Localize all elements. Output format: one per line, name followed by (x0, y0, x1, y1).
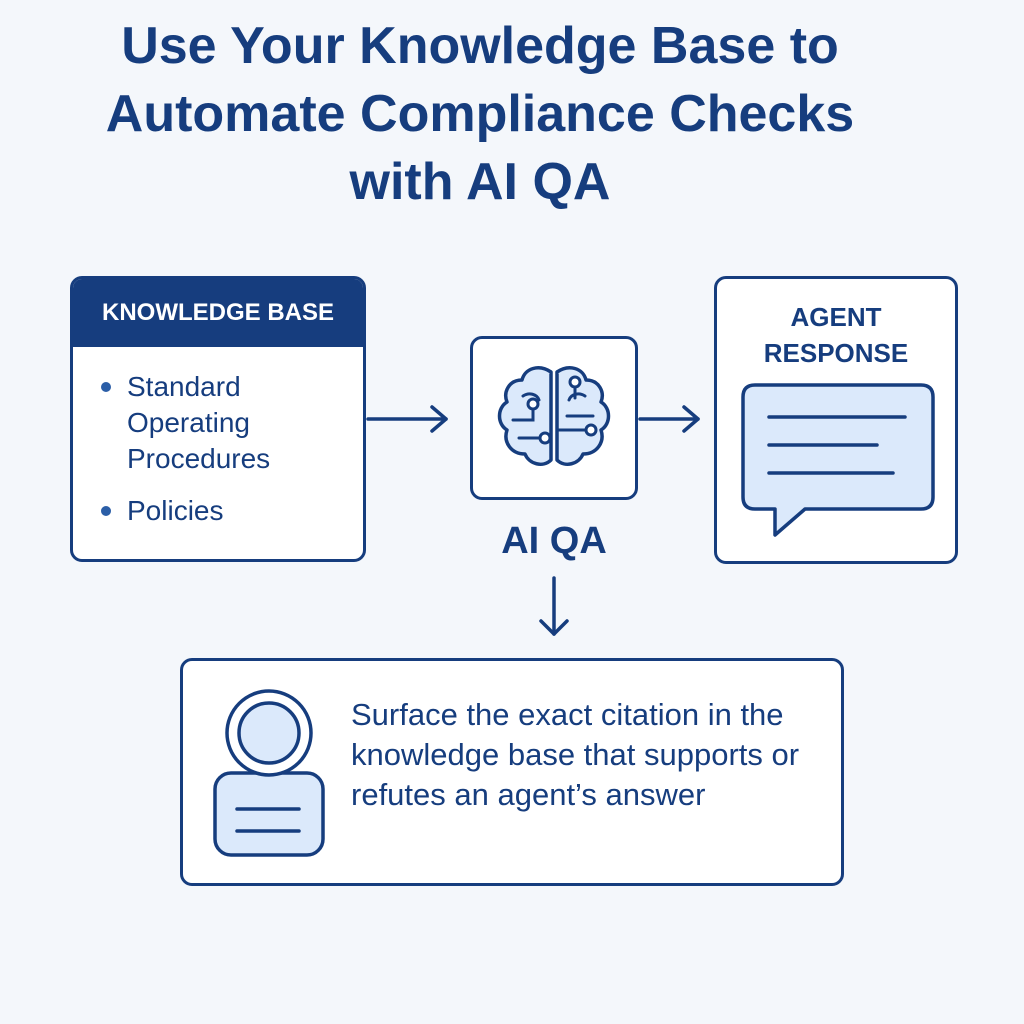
bullet-icon (101, 506, 111, 516)
list-item-label: Standard Operating Procedures (127, 371, 271, 474)
title-line-2: Automate Compliance Checks (105, 85, 855, 143)
knowledge-base-list: Standard Operating Procedures Policies (73, 347, 363, 529)
citation-text: Surface the exact citation in the knowle… (351, 697, 800, 812)
page-title: Use Your Knowledge Base to Automate Comp… (0, 12, 960, 216)
arrow-right-icon (638, 405, 700, 433)
agent-response-title-line-2: RESPONSE (763, 338, 909, 368)
document-badge-icon (213, 689, 325, 857)
citation-box: Surface the exact citation in the knowle… (180, 658, 844, 886)
ai-qa-label: AI QA (501, 520, 607, 562)
list-item-label: Policies (127, 495, 224, 526)
arrow-down-icon (539, 576, 569, 636)
bullet-icon (101, 382, 111, 392)
brain-circuit-icon (497, 366, 611, 466)
knowledge-base-box: KNOWLEDGE BASE Standard Operating Proced… (70, 276, 366, 562)
arrow-right-icon (366, 405, 448, 433)
agent-response-title-line-1: AGENT (790, 302, 882, 332)
list-item: Policies (101, 493, 363, 529)
ai-qa-box (470, 336, 638, 500)
speech-bubble-icon (741, 383, 935, 537)
title-line-3: with AI QA (349, 153, 611, 211)
list-item: Standard Operating Procedures (101, 369, 327, 477)
knowledge-base-header: KNOWLEDGE BASE (73, 279, 363, 347)
agent-response-box: AGENT RESPONSE (714, 276, 958, 564)
agent-response-title: AGENT RESPONSE (717, 299, 955, 371)
title-line-1: Use Your Knowledge Base to (121, 17, 839, 75)
